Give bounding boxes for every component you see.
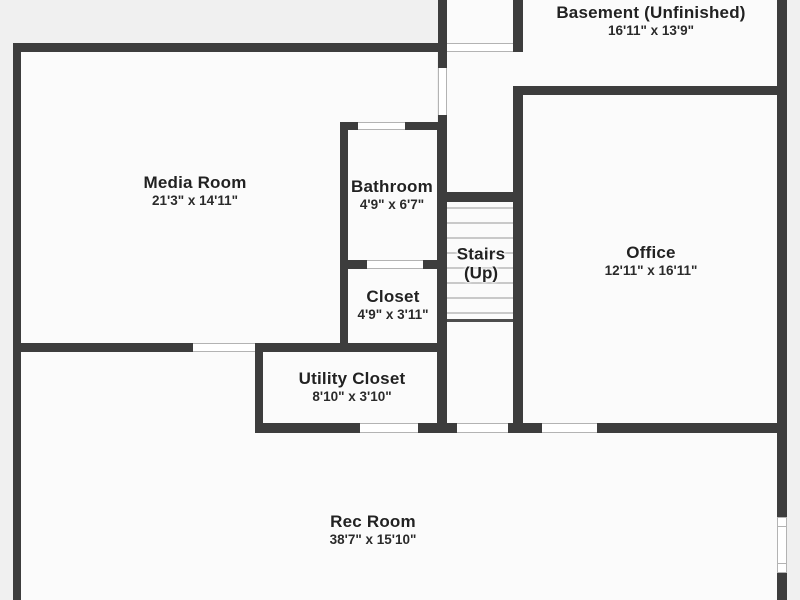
wall-stairs-top [440, 192, 520, 202]
wall-corridor-left [437, 122, 447, 433]
room-name: Media Room [143, 173, 247, 192]
room-name: Basement (Unfinished) [556, 3, 746, 22]
stair-tread [447, 282, 513, 284]
room-label-closet: Closet 4'9" x 3'11" [357, 287, 428, 323]
wall-stairwell-left-upper [438, 0, 447, 68]
room-label-rec-room: Rec Room 38'7" x 15'10" [330, 512, 417, 548]
room-name: Bathroom [351, 177, 433, 196]
stair-tread [447, 207, 513, 209]
room-dims: 8'10" x 3'10" [312, 389, 392, 404]
room-name: Stairs [456, 244, 506, 264]
wall-basement-left [513, 0, 523, 52]
wall-rec-top-2 [418, 423, 457, 433]
room-dims: 21'3" x 14'11" [151, 193, 239, 208]
wall-utility-top [255, 343, 447, 352]
room-name: Closet [366, 287, 420, 306]
utility-closet-door-opening [360, 423, 418, 433]
room-label-utility-closet: Utility Closet 8'10" x 3'10" [299, 369, 406, 405]
top-wall-opening [447, 43, 513, 52]
wall-corridor-right [513, 86, 523, 433]
room-label-media-room: Media Room 21'3" x 14'11" [143, 173, 246, 209]
stair-tread [447, 237, 513, 239]
room-dims: 4'9" x 6'7" [359, 197, 425, 212]
wall-rec-top-1 [255, 423, 360, 433]
media-rec-door-opening [193, 343, 255, 352]
room-label-basement: Basement (Unfinished) 16'11" x 13'9" [556, 3, 745, 39]
rec-room-floor [21, 352, 777, 600]
room-label-office: Office 12'11" x 16'11" [605, 243, 698, 279]
basement-floor [513, 0, 777, 86]
media-room-door-opening [438, 68, 447, 115]
room-name: Utility Closet [298, 369, 406, 388]
wall-media-bottom [13, 343, 193, 352]
room-dims: 38'7" x 15'10" [329, 532, 417, 547]
closet-door-opening [367, 260, 423, 269]
room-name: Office [626, 243, 676, 262]
room-dims: 12'11" x 16'11" [604, 263, 698, 278]
stair-tread [447, 297, 513, 299]
wall-rec-top-3 [508, 423, 542, 433]
stair-bottom-edge [447, 319, 513, 322]
bathroom-door-opening [358, 122, 405, 130]
wall-outer-top [13, 43, 447, 52]
media-room-floor [21, 52, 437, 343]
wall-outer-right [777, 0, 787, 600]
wall-office-top [513, 86, 778, 95]
room-label-stairs: Stairs (Up) [457, 245, 505, 284]
stairs-door-opening [457, 423, 508, 433]
window-cap [778, 563, 786, 564]
window [777, 517, 787, 573]
stair-tread [447, 312, 513, 314]
room-dims: 4'9" x 3'11" [357, 307, 429, 322]
office-door-opening [542, 423, 597, 433]
wall-utility-left [255, 343, 263, 433]
stair-tread [447, 252, 513, 254]
stair-tread [447, 222, 513, 224]
wall-rec-top-4 [597, 423, 787, 433]
wall-bathroom-left [340, 122, 348, 352]
wall-outer-left [13, 43, 21, 600]
room-dims: (Up) [464, 263, 498, 283]
stair-tread [447, 267, 513, 269]
room-label-bathroom: Bathroom 4'9" x 6'7" [351, 177, 433, 213]
room-dims: 16'11" x 13'9" [607, 23, 695, 38]
room-name: Rec Room [330, 512, 416, 531]
window-cap [778, 526, 786, 527]
